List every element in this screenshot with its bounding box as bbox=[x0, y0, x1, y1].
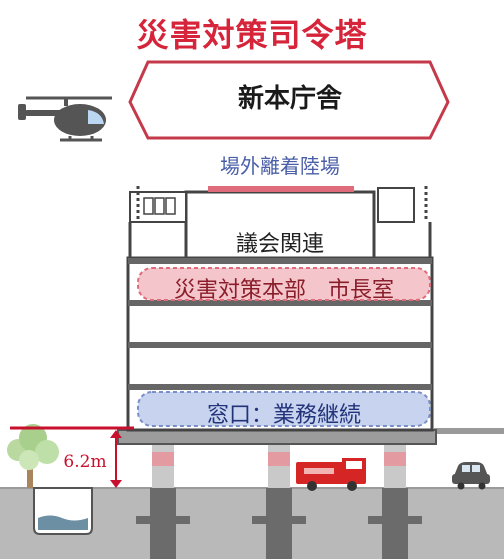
service-band bbox=[137, 391, 431, 427]
building-name-label: 新本庁舎 bbox=[237, 84, 342, 114]
service-label: 窓口：業務継続 bbox=[206, 403, 361, 428]
disaster-hq-label: 災害対策本部 市長室 bbox=[173, 278, 394, 303]
foundation bbox=[136, 488, 422, 559]
car-icon bbox=[452, 462, 490, 490]
flood-height-label: 6.2m bbox=[63, 452, 107, 472]
page-title: 災害対策司令塔 bbox=[136, 16, 368, 54]
heliport-label: 場外離着陸場 bbox=[220, 154, 340, 178]
building-name-banner bbox=[128, 60, 450, 140]
tree-icon bbox=[7, 424, 59, 488]
pillars bbox=[152, 444, 406, 488]
helicopter-icon bbox=[18, 96, 112, 142]
council-label: 議会関連 bbox=[235, 232, 324, 257]
fire-truck-icon bbox=[296, 458, 366, 491]
ditch bbox=[33, 487, 93, 535]
disaster-hq-band bbox=[137, 267, 431, 301]
flood-height-marker bbox=[10, 426, 134, 488]
